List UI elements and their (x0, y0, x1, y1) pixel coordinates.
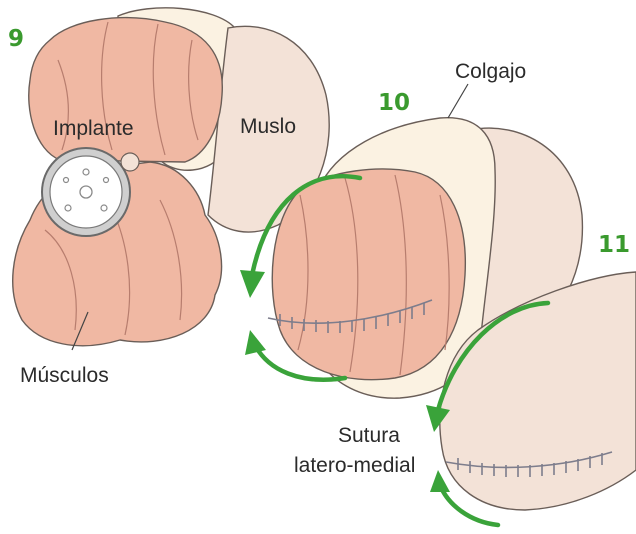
step-number-9: 9 (8, 26, 24, 52)
flap-label: Colgajo (455, 60, 526, 83)
thigh-label: Muslo (240, 115, 296, 138)
upper-muscle-mass (29, 18, 223, 162)
implant-face (50, 156, 122, 228)
step-number-11: 11 (598, 232, 630, 258)
muscles-label: Músculos (20, 364, 109, 387)
implant-label: Implante (53, 117, 134, 140)
flap-leader-line (448, 84, 468, 118)
arrowhead-upper (240, 270, 265, 298)
arrowhead-lower (245, 330, 266, 355)
step-number-10: 10 (378, 90, 410, 116)
suture-label-line2: latero-medial (294, 454, 415, 477)
suture-label-line1: Sutura (338, 424, 400, 447)
closing-arrowhead-lower (430, 470, 450, 492)
implant-side-nub (121, 153, 139, 171)
